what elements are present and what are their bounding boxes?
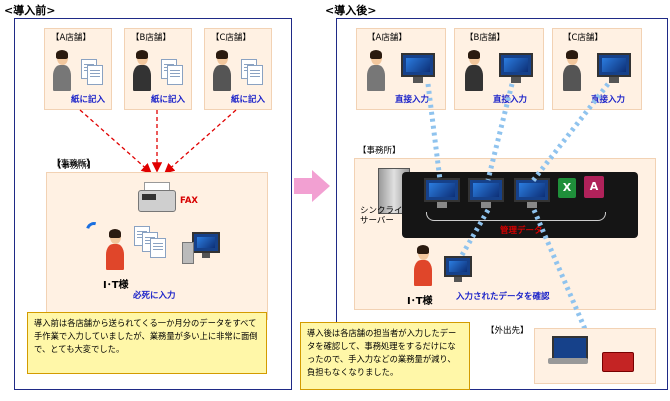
excel-icon: X	[558, 178, 576, 198]
outside-label: 【外出先】	[486, 326, 529, 336]
before-store-a: 【A店舗】 紙に記入	[44, 28, 112, 110]
store-action: 直接入力	[591, 95, 626, 105]
person-name: I･T様	[407, 296, 433, 307]
store-action: 紙に記入	[71, 95, 106, 105]
store-name: 【B店舗】	[465, 33, 505, 43]
person-icon	[131, 50, 153, 91]
person-icon	[211, 50, 233, 91]
before-store-b: 【B店舗】 紙に記入	[124, 28, 192, 110]
store-name: 【C店舗】	[211, 33, 251, 43]
person-icon	[51, 50, 73, 91]
laptop-icon	[548, 336, 588, 368]
confirm-label: 入力されたデータを確認	[456, 292, 550, 302]
managed-data-label: 管理データ	[500, 226, 543, 236]
person-name: I･T様	[103, 280, 129, 291]
office-label: 【事務所】	[53, 161, 96, 171]
person-icon	[463, 50, 485, 91]
computer-icon	[401, 53, 435, 83]
store-name: 【A店舗】	[51, 33, 91, 43]
computer-icon	[597, 53, 631, 83]
store-name: 【B店舗】	[131, 33, 171, 43]
after-callout: 導入後は各店舗の担当者が入力したデータを確認して、事務処理をするだけになったので…	[300, 322, 470, 390]
server-label: シンクライアント サーバー	[360, 206, 428, 226]
store-action: 紙に記入	[231, 95, 266, 105]
computer-icon	[499, 53, 533, 83]
person-icon	[412, 245, 434, 286]
person-icon	[365, 50, 387, 91]
office-label: 【事務所】	[358, 146, 401, 156]
person-icon	[561, 50, 583, 91]
after-title: <導入後>	[325, 4, 377, 17]
store-name: 【A店舗】	[367, 33, 407, 43]
before-title: <導入前>	[4, 4, 56, 17]
fax-label: FAX	[180, 196, 198, 206]
office-label: 【事務所】	[52, 159, 95, 169]
virtual-desktop-icon	[514, 178, 550, 208]
virtual-desktop-icon	[424, 178, 460, 208]
store-name: 【C店舗】	[563, 33, 603, 43]
computer-icon	[444, 256, 472, 282]
after-store-a: 【A店舗】 直接入力	[356, 28, 446, 110]
fax-machine-icon	[138, 182, 176, 212]
transition-arrow-icon	[294, 170, 330, 202]
store-action: 直接入力	[395, 95, 430, 105]
manual-input-label: 必死に入力	[133, 291, 176, 301]
person-icon	[104, 229, 126, 270]
store-action: 紙に記入	[151, 95, 186, 105]
before-callout: 導入前は各店舗から送られてくる一か月分のデータをすべて手作業で入力していましたが…	[27, 312, 267, 374]
phone-card-icon	[602, 352, 634, 372]
before-store-c: 【C店舗】 紙に記入	[204, 28, 272, 110]
access-icon: A	[584, 176, 604, 198]
tower-icon	[182, 242, 194, 264]
after-store-b: 【B店舗】 直接入力	[454, 28, 544, 110]
